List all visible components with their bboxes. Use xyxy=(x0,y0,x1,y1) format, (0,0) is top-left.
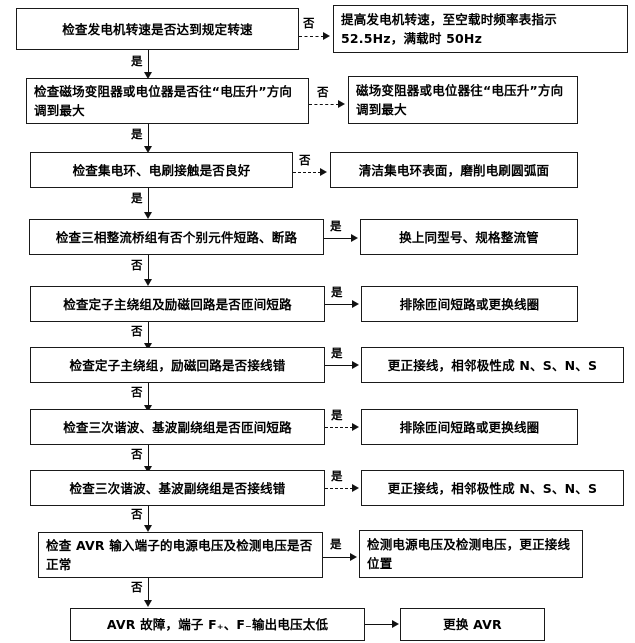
node-label: 检查三次谐波、基波副绕组是否匝间短路 xyxy=(63,419,292,435)
flow-connector-row6-row7 xyxy=(148,383,149,408)
node-label: 磁场变阻器或电位器往“电压升”方向调到最大 xyxy=(356,83,564,117)
branch-arrowhead-row8 xyxy=(352,484,359,492)
flow-label-row6-row7: 否 xyxy=(131,385,143,399)
flow-arrowhead-row4-row5 xyxy=(144,279,152,286)
branch-arrowhead-row1 xyxy=(323,32,330,40)
branch-label-row1: 否 xyxy=(303,16,315,30)
flow-label-row9-row10: 否 xyxy=(131,580,143,594)
action-node-row7[interactable]: 排除匝间短路或更换线圈 xyxy=(361,409,578,445)
branch-label-row6: 是 xyxy=(331,346,343,360)
flow-connector-row9-row10 xyxy=(148,578,149,602)
branch-connector-row1 xyxy=(299,36,324,37)
flow-arrowhead-row3-row4 xyxy=(144,212,152,219)
branch-label-row7: 是 xyxy=(331,408,343,422)
decision-node-row1[interactable]: 检查发电机转速是否达到规定转速 xyxy=(16,8,299,50)
terminal-node-row10[interactable]: AVR 故障，端子 F₊、F₋输出电压太低 xyxy=(70,608,365,641)
flow-arrowhead-row9-row10 xyxy=(144,600,152,607)
flow-label-row3-row4: 是 xyxy=(131,191,143,205)
flow-arrowhead-row2-row3 xyxy=(144,146,152,153)
decision-node-row6[interactable]: 检查定子主绕组，励磁回路是否接线错 xyxy=(30,347,325,383)
decision-node-row8[interactable]: 检查三次谐波、基波副绕组是否接线错 xyxy=(30,470,325,506)
branch-connector-row4 xyxy=(324,238,352,239)
branch-arrowhead-row9 xyxy=(350,553,357,561)
node-label: 检查定子主绕组，励磁回路是否接线错 xyxy=(69,357,286,373)
flow-arrowhead-row5-row6 xyxy=(144,343,152,350)
flow-arrowhead-row8-row9 xyxy=(144,525,152,532)
action-node-row8[interactable]: 更正接线，相邻极性成 N、S、N、S xyxy=(361,470,624,506)
node-label: 检查定子主绕组及励磁回路是否匝间短路 xyxy=(63,296,292,312)
branch-label-row2: 否 xyxy=(317,85,329,99)
node-label: 检测电源电压及检测电压，更正接线位置 xyxy=(367,537,571,571)
branch-label-row8: 是 xyxy=(331,469,343,483)
node-label: AVR 故障，端子 F₊、F₋输出电压太低 xyxy=(106,617,329,632)
branch-connector-row10 xyxy=(365,624,393,625)
action-node-row2[interactable]: 磁场变阻器或电位器往“电压升”方向调到最大 xyxy=(348,76,578,124)
branch-arrowhead-row10 xyxy=(392,620,399,628)
flow-connector-row2-row3 xyxy=(148,124,149,148)
decision-node-row7[interactable]: 检查三次谐波、基波副绕组是否匝间短路 xyxy=(30,409,325,445)
action-node-row1[interactable]: 提高发电机转速，至空载时频率表指示 52.5Hz，满载时 50Hz xyxy=(333,5,628,53)
decision-node-row3[interactable]: 检查集电环、电刷接触是否良好 xyxy=(30,152,293,188)
flow-label-row4-row5: 否 xyxy=(131,258,143,272)
flow-label-row2-row3: 是 xyxy=(131,127,143,141)
branch-label-row5: 是 xyxy=(331,285,343,299)
action-node-row4[interactable]: 换上同型号、规格整流管 xyxy=(360,219,578,255)
flow-label-row5-row6: 否 xyxy=(131,324,143,338)
flow-connector-row8-row9 xyxy=(148,506,149,528)
flow-label-row1-row2: 是 xyxy=(131,54,143,68)
node-label: 更换 AVR xyxy=(443,617,502,632)
branch-arrowhead-row2 xyxy=(338,100,345,108)
flow-arrowhead-row7-row8 xyxy=(144,466,152,473)
node-label: 更正接线，相邻极性成 N、S、N、S xyxy=(387,357,598,373)
action-node-row5[interactable]: 排除匝间短路或更换线圈 xyxy=(361,286,578,322)
action-node-row6[interactable]: 更正接线，相邻极性成 N、S、N、S xyxy=(361,347,624,383)
node-label: 更正接线，相邻极性成 N、S、N、S xyxy=(387,480,598,496)
decision-node-row9[interactable]: 检查 AVR 输入端子的电源电压及检测电压是否正常 xyxy=(38,532,323,578)
flow-connector-row5-row6 xyxy=(148,322,149,346)
node-label: 提高发电机转速，至空载时频率表指示 52.5Hz，满载时 50Hz xyxy=(341,12,557,46)
node-label: 换上同型号、规格整流管 xyxy=(399,229,539,245)
branch-connector-row9 xyxy=(323,557,351,558)
node-label: 检查发电机转速是否达到规定转速 xyxy=(62,21,253,37)
action-node-row9[interactable]: 检测电源电压及检测电压，更正接线位置 xyxy=(359,530,583,578)
node-label: 排除匝间短路或更换线圈 xyxy=(399,296,540,312)
decision-node-row4[interactable]: 检查三相整流桥组有否个别元件短路、断路 xyxy=(29,219,324,255)
branch-arrowhead-row5 xyxy=(352,300,359,308)
flow-arrowhead-row6-row7 xyxy=(144,405,152,412)
node-label: 检查三相整流桥组有否个别元件短路、断路 xyxy=(55,229,298,245)
branch-connector-row3 xyxy=(293,172,321,173)
flow-connector-row3-row4 xyxy=(148,188,149,214)
node-label: 检查 AVR 输入端子的电源电压及检测电压是否正常 xyxy=(46,538,313,572)
branch-connector-row6 xyxy=(325,365,353,366)
flow-label-row8-row9: 否 xyxy=(131,507,143,521)
node-label: 检查集电环、电刷接触是否良好 xyxy=(72,162,251,178)
branch-label-row4: 是 xyxy=(330,219,342,233)
flow-label-row7-row8: 否 xyxy=(131,447,143,461)
node-label: 清洁集电环表面，磨削电刷圆弧面 xyxy=(358,162,550,178)
branch-connector-row8 xyxy=(325,488,353,489)
branch-connector-row2 xyxy=(309,104,339,105)
action-node-row10[interactable]: 更换 AVR xyxy=(400,608,545,641)
flow-connector-row1-row2 xyxy=(148,50,149,74)
branch-connector-row5 xyxy=(325,304,353,305)
node-label: 检查磁场变阻器或电位器是否往“电压升”方向调到最大 xyxy=(34,84,293,118)
decision-node-row2[interactable]: 检查磁场变阻器或电位器是否往“电压升”方向调到最大 xyxy=(26,78,309,124)
decision-node-row5[interactable]: 检查定子主绕组及励磁回路是否匝间短路 xyxy=(30,286,325,322)
branch-arrowhead-row3 xyxy=(320,168,327,176)
branch-label-row9: 是 xyxy=(330,537,342,551)
branch-connector-row7 xyxy=(325,427,353,428)
action-node-row3[interactable]: 清洁集电环表面，磨削电刷圆弧面 xyxy=(330,152,578,188)
branch-label-row3: 否 xyxy=(299,153,311,167)
flow-arrowhead-row1-row2 xyxy=(144,72,152,79)
flow-connector-row7-row8 xyxy=(148,445,149,469)
branch-arrowhead-row7 xyxy=(352,423,359,431)
node-label: 检查三次谐波、基波副绕组是否接线错 xyxy=(69,480,286,496)
branch-arrowhead-row4 xyxy=(351,234,358,242)
node-label: 排除匝间短路或更换线圈 xyxy=(399,419,540,435)
branch-arrowhead-row6 xyxy=(352,361,359,369)
flow-connector-row4-row5 xyxy=(148,255,149,281)
